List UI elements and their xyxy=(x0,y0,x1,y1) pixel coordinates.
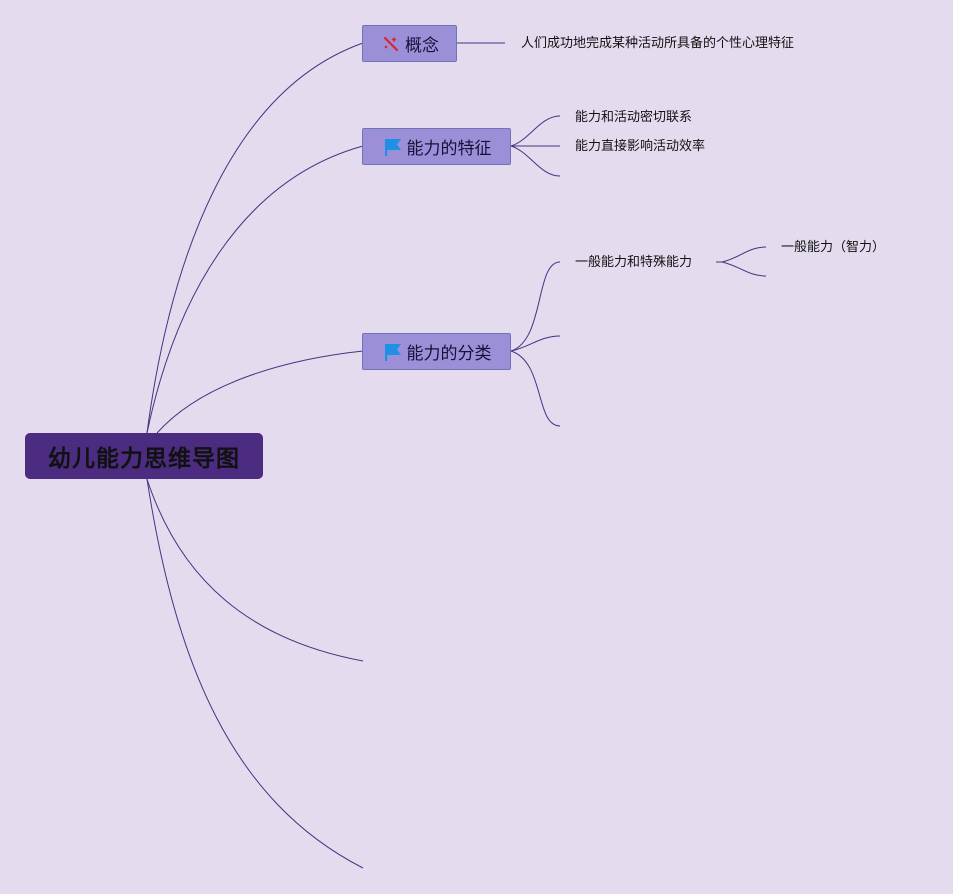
topic-classification-label: 能力的分类 xyxy=(406,344,492,364)
connector-class-2 xyxy=(510,335,561,352)
connector-root-empty-1 xyxy=(146,478,364,662)
leaf-feature-2[interactable]: 能力直接影响活动效率 xyxy=(575,139,706,154)
connector-class-1-sub-2 xyxy=(721,261,767,277)
leaf-feature-1[interactable]: 能力和活动密切联系 xyxy=(575,110,693,125)
connector-root-empty-2 xyxy=(146,478,364,869)
connector-class-1 xyxy=(510,261,561,352)
topic-concept-label: 概念 xyxy=(405,36,439,56)
blue-flag-icon xyxy=(382,341,404,363)
topic-concept[interactable]: 概念 xyxy=(362,25,457,62)
blue-flag-icon xyxy=(382,136,404,158)
connector-features-1 xyxy=(510,115,561,147)
connector-root-concept xyxy=(146,42,364,434)
magic-wand-icon xyxy=(380,33,402,55)
topic-features[interactable]: 能力的特征 xyxy=(362,128,511,165)
leaf-class-1-sub-1[interactable]: 一般能力（智力） xyxy=(781,240,886,255)
connector-root-classification xyxy=(156,350,364,434)
connector-features-3 xyxy=(510,145,561,177)
leaf-class-1[interactable]: 一般能力和特殊能力 xyxy=(575,255,693,270)
topic-classification[interactable]: 能力的分类 xyxy=(362,333,511,370)
connector-root-features xyxy=(146,145,364,434)
connector-class-1-sub-1 xyxy=(721,246,767,263)
topic-features-label: 能力的特征 xyxy=(406,139,492,159)
root-topic[interactable]: 幼儿能力思维导图 xyxy=(25,433,263,479)
root-topic-label: 幼儿能力思维导图 xyxy=(48,446,240,472)
leaf-concept-definition[interactable]: 人们成功地完成某种活动所具备的个性心理特征 xyxy=(521,36,795,51)
connector-class-3 xyxy=(510,350,561,427)
